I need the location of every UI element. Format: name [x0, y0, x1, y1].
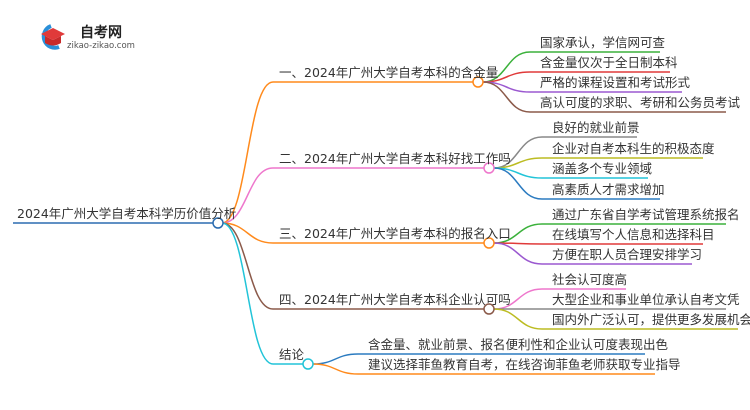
- branch-label-5: 结论: [279, 347, 305, 362]
- branch-collapse-toggle-4[interactable]: [483, 303, 495, 315]
- leaf-label: 在线填写个人信息和选择科目: [552, 227, 715, 242]
- root-node-label: 2024年广州大学自考本科学历价值分析: [17, 206, 237, 221]
- leaf-label: 含金量、就业前景、报名便利性和企业认可度表现出色: [368, 337, 669, 352]
- branch-collapse-toggle-3[interactable]: [483, 237, 495, 249]
- leaf-connector: [493, 167, 543, 200]
- leaf-label: 社会认可度高: [552, 272, 628, 287]
- branch-connector-5: [221, 222, 274, 365]
- logo: [33, 20, 153, 50]
- branch-connector-2: [221, 167, 274, 224]
- branch-connector-3: [221, 222, 274, 244]
- leaf-label: 通过广东省自学考试管理系统报名: [552, 207, 740, 222]
- leaf-label: 企业对自考本科生的积极态度: [552, 141, 715, 156]
- leaf-connector: [493, 242, 543, 265]
- leaf-connector: [493, 308, 543, 330]
- leaf-label: 含金量仅次于全日制本科: [540, 55, 678, 70]
- leaf-connector: [312, 363, 359, 375]
- branch-label-2: 二、2024年广州大学自考本科好找工作吗: [279, 151, 511, 166]
- branch-connector-1: [221, 81, 274, 224]
- graduation-cap-icon: [41, 24, 65, 50]
- leaf-label: 国内外广泛认可，提供更多发展机会: [552, 312, 750, 327]
- leaf-connector: [482, 81, 531, 113]
- logo-url: zikao-zikao.com: [67, 41, 135, 51]
- leaf-label: 方便在职人员合理安排学习: [552, 247, 703, 262]
- leaf-label: 严格的课程设置和考试形式: [540, 75, 691, 90]
- logo-title: 自考网: [80, 25, 122, 41]
- branch-connector-4: [221, 222, 274, 310]
- leaf-connector: [312, 353, 359, 365]
- leaf-label: 国家承认，学信网可查: [540, 35, 666, 50]
- leaf-label: 良好的就业前景: [552, 120, 640, 135]
- branch-collapse-toggle-1[interactable]: [472, 76, 484, 88]
- root-collapse-toggle[interactable]: [212, 217, 224, 229]
- branch-label-4: 四、2024年广州大学自考本科企业认可吗: [279, 292, 511, 307]
- branch-label-1: 一、2024年广州大学自考本科的含金量: [279, 65, 499, 80]
- branch-collapse-toggle-5[interactable]: [302, 358, 314, 370]
- branch-label-3: 三、2024年广州大学自考本科的报名入口: [279, 226, 511, 241]
- leaf-label: 涵盖多个专业领域: [552, 161, 653, 176]
- leaf-label: 大型企业和事业单位承认自考文凭: [552, 292, 740, 307]
- leaf-label: 高认可度的求职、考研和公务员考试: [540, 95, 741, 110]
- leaf-label: 建议选择菲鱼教育自考，在线咨询菲鱼老师获取专业指导: [368, 357, 681, 372]
- branch-collapse-toggle-2[interactable]: [483, 162, 495, 174]
- leaf-label: 高素质人才需求增加: [552, 182, 665, 197]
